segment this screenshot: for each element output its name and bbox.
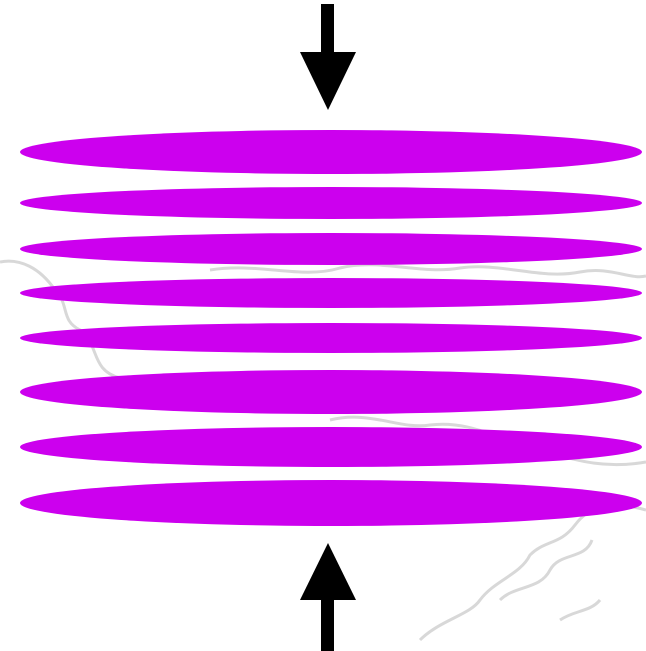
disc-3 (20, 233, 642, 265)
disc-5 (20, 323, 642, 353)
disc-stack (20, 130, 642, 526)
disc-7 (20, 427, 642, 467)
disc-1 (20, 130, 642, 174)
arrow-down-icon (300, 4, 356, 110)
arrow-up-icon (300, 543, 356, 651)
disc-6 (20, 370, 642, 414)
top-arrow-shaft (321, 4, 334, 58)
disc-4 (20, 278, 642, 308)
disc-2 (20, 187, 642, 219)
bottom-arrow-shaft (321, 596, 334, 651)
disc-8 (20, 480, 642, 526)
bottom-arrow-head (300, 543, 356, 600)
top-arrow-head (300, 52, 356, 110)
